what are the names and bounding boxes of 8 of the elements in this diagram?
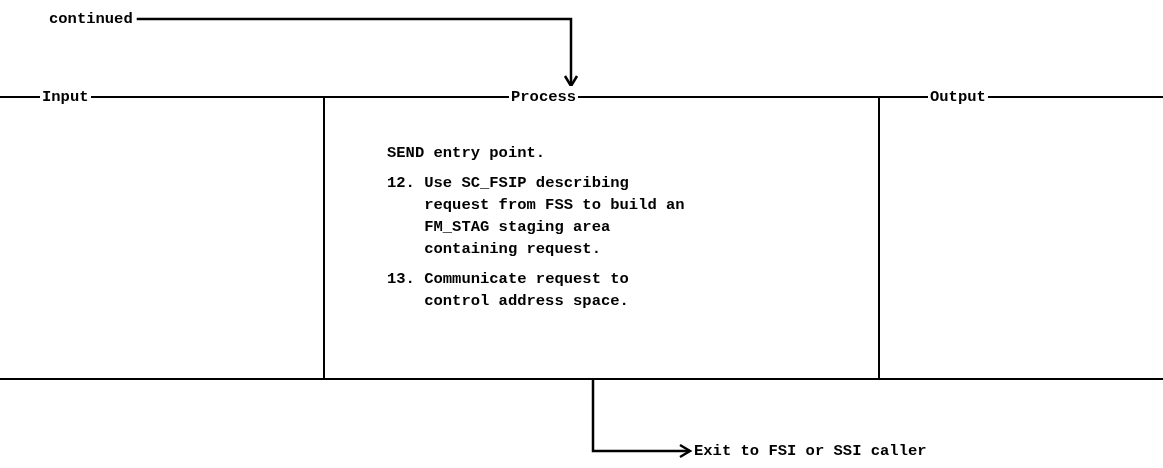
flow-arrow [136, 17, 579, 88]
step-text: SEND entry point. [387, 143, 547, 164]
process-column [323, 86, 880, 380]
flow-label: continued [45, 8, 137, 30]
step-text: 13. Communicate request to control address space. [387, 269, 630, 312]
flow-arrow [591, 380, 692, 459]
step-text: 12. Use SC_FSIP describing request from FSS to build an FM_STAG staging area containing request. [387, 173, 686, 260]
flow-label: Exit to FSI or SSI caller [690, 440, 931, 462]
